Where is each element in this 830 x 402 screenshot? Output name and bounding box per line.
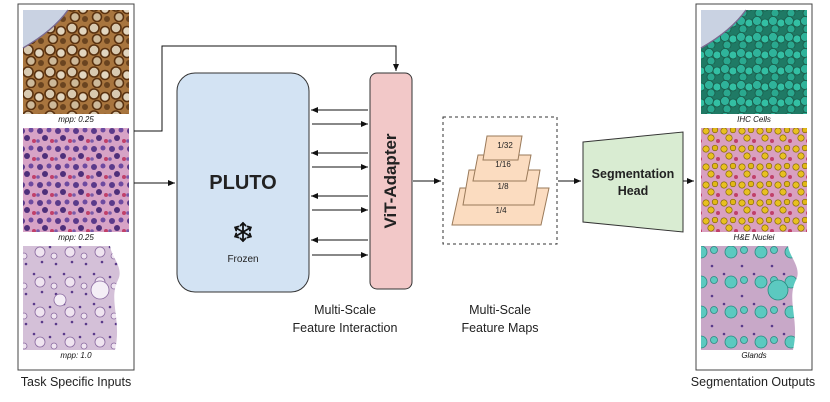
input-tile-glands <box>23 246 129 350</box>
feature-map-label-1-8: 1/8 <box>497 182 509 191</box>
outputs-caption: Segmentation Outputs <box>690 375 816 389</box>
pluto-status: Frozen <box>227 254 259 265</box>
interaction-caption-line1: Multi-Scale <box>314 303 376 317</box>
vit-adapter-box <box>369 72 413 290</box>
segmentation-head-line2: Head <box>617 184 649 198</box>
output-tile-glands <box>701 246 807 350</box>
feature-map-stack <box>451 135 550 226</box>
pluto-title: PLUTO <box>209 172 277 194</box>
vit-adapter-title: ViT-Adapter <box>381 133 400 229</box>
feature-map-label-1-16: 1/16 <box>495 160 511 169</box>
output-label-glands: Glands <box>741 351 767 360</box>
segmentation-head-line1: Segmentation <box>591 167 675 181</box>
input-tile-1-mpp: mpp: 0.25 <box>58 115 94 124</box>
output-tile-he-nuclei <box>701 128 807 232</box>
input-tile-2-mpp: mpp: 0.25 <box>58 233 94 242</box>
inputs-caption: Task Specific Inputs <box>20 375 132 389</box>
input-tile-he <box>23 128 129 232</box>
snowflake-icon <box>234 221 252 243</box>
interaction-caption-line2: Feature Interaction <box>292 321 398 335</box>
feature-map-label-1-32: 1/32 <box>497 141 513 150</box>
feature-maps-caption-line2: Feature Maps <box>461 321 539 335</box>
interaction-arrows <box>311 107 368 258</box>
input-tile-ihc <box>22 9 129 114</box>
pluto-box <box>176 72 310 293</box>
input-connectors <box>134 45 399 186</box>
segmentation-head <box>582 131 684 233</box>
output-label-he-nuclei: H&E Nuclei <box>733 233 775 242</box>
feature-maps-caption-line1: Multi-Scale <box>469 303 531 317</box>
feature-map-label-1-4: 1/4 <box>495 206 507 215</box>
output-label-ihc-cells: IHC Cells <box>737 115 771 124</box>
input-tile-3-mpp: mpp: 1.0 <box>60 351 92 360</box>
output-tile-ihc-cells <box>700 9 807 114</box>
